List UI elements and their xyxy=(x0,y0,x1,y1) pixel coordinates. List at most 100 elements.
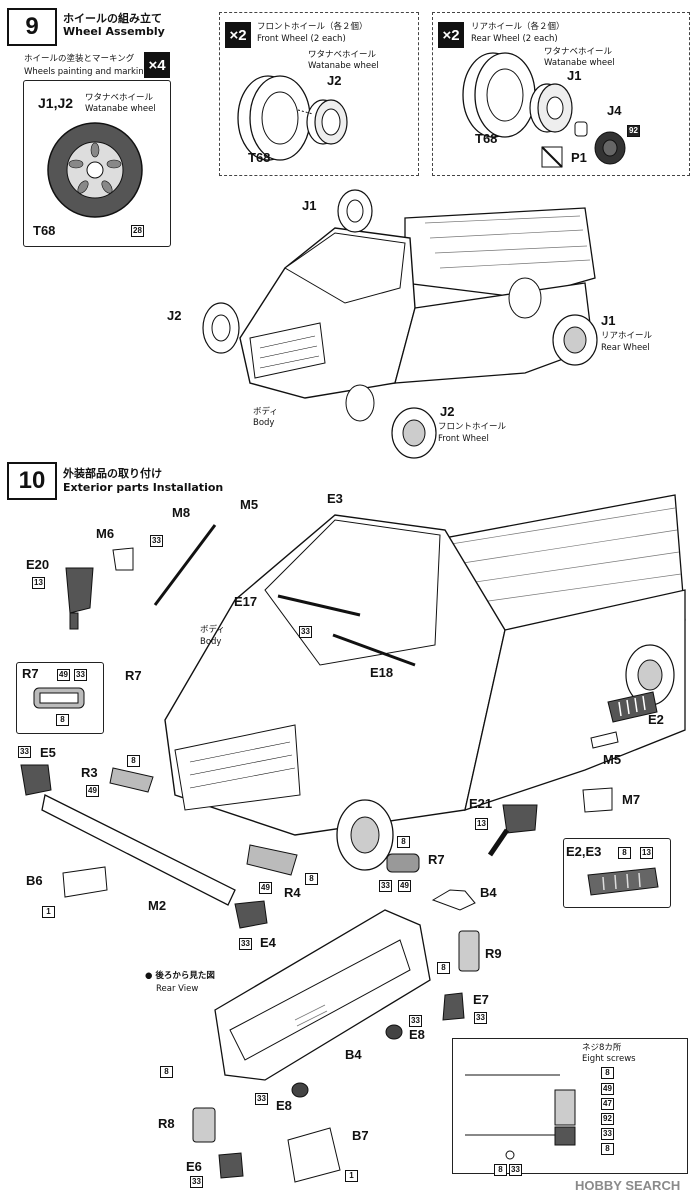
paint-label-jp: ホイールの塗装とマーキング xyxy=(24,54,135,64)
front-wheel-en: Watanabe wheel xyxy=(308,61,379,71)
part-e18-label: E18 xyxy=(370,665,394,680)
screws-badge-92: 92 xyxy=(601,1113,614,1125)
car-j1-top-label: J1 xyxy=(302,198,317,213)
part-r8-label: R8 xyxy=(158,1116,175,1131)
front-label-jp: フロントホイール（各２個） xyxy=(257,22,368,32)
rear-view-en: Rear View xyxy=(156,984,199,994)
part-m5-right-label: M5 xyxy=(603,752,622,767)
step-9-title-en: Wheel Assembly xyxy=(63,25,165,38)
front-label-en: Front Wheel (2 each) xyxy=(257,34,346,44)
car-rear-wheel-en: Rear Wheel xyxy=(601,343,650,353)
step-9-title-jp: ホイールの組み立て xyxy=(63,12,162,25)
hobby-search-watermark: HOBBY SEARCH xyxy=(575,1178,681,1193)
paint-tire-label: T68 xyxy=(33,223,56,238)
part-m2-bumper xyxy=(41,794,236,906)
paint-label-en: Wheels painting and marking xyxy=(24,67,150,77)
paint-wheel-en: Watanabe wheel xyxy=(85,104,156,114)
front-multiplier: ×2 xyxy=(225,22,251,48)
paint-panel xyxy=(23,80,171,247)
rear-label-jp: リアホイール（各２個） xyxy=(471,22,565,32)
step-10-title-jp: 外装部品の取り付け xyxy=(63,467,162,480)
paint-multiplier: ×4 xyxy=(144,52,170,78)
r7-mid-badge-49: 49 xyxy=(398,880,411,892)
part-e2e3-label: E2,E3 xyxy=(566,844,602,859)
e5-color-badge: 33 xyxy=(18,746,31,758)
step-10-body-jp: ボディ xyxy=(200,625,225,635)
front-tire-label: T68 xyxy=(248,150,271,165)
rear-wheel-en: Watanabe wheel xyxy=(544,58,615,68)
front-wheel-box xyxy=(219,12,419,176)
car-rear-wheel-jp: リアホイール xyxy=(601,331,653,341)
r7-detail-box xyxy=(16,662,104,734)
car-front-wheel-jp: フロントホイール xyxy=(438,422,507,432)
part-e8-right xyxy=(385,1024,403,1040)
part-m5-top-label: M5 xyxy=(240,497,259,512)
e20-color-badge: 13 xyxy=(32,577,45,589)
rear-part-label: J1 xyxy=(567,68,582,83)
part-m6-glass xyxy=(112,547,134,571)
part-e21-mirror xyxy=(487,804,538,857)
r7-box-badge-33: 33 xyxy=(74,669,87,681)
part-b6-label: B6 xyxy=(26,873,43,888)
r7-mid-badge-33: 33 xyxy=(379,880,392,892)
part-r8-lamp xyxy=(192,1107,216,1143)
r7-box-badge-49: 49 xyxy=(57,669,70,681)
screws-bottom-badge-33: 33 xyxy=(509,1164,522,1176)
part-e4-bumper-end xyxy=(234,900,268,929)
part-r3-light xyxy=(109,767,154,793)
part-e7-label: E7 xyxy=(473,992,489,1007)
part-b6-plate xyxy=(62,866,108,898)
part-r9-lamp xyxy=(458,930,480,972)
part-r7-mid-lens xyxy=(386,853,420,873)
paint-part-label: J1,J2 xyxy=(38,95,74,111)
screws-badge-47: 47 xyxy=(601,1098,614,1110)
r7-mid-badge-8: 8 xyxy=(397,836,410,848)
rear-pin-label: P1 xyxy=(571,150,587,165)
part-e7-bumper-end xyxy=(442,992,465,1021)
part-b7-label: B7 xyxy=(352,1128,369,1143)
front-wheel-jp: ワタナベホイール xyxy=(308,50,377,60)
part-r7-box-label: R7 xyxy=(22,666,39,681)
part-m8-label: M8 xyxy=(172,505,191,520)
r3-color-badge-49: 49 xyxy=(86,785,99,797)
rear-wheel-illustration xyxy=(462,52,626,165)
screws-badge-8a: 8 xyxy=(601,1067,614,1079)
part-b4-bottom-label: B4 xyxy=(345,1047,362,1062)
r8-badge-8: 8 xyxy=(160,1066,173,1078)
wheel-j2-left xyxy=(202,302,240,354)
rear-cap-color-badge: 92 xyxy=(627,125,640,137)
paint-wheel-jp: ワタナベホイール xyxy=(85,93,154,103)
screws-en: Eight screws xyxy=(582,1054,636,1064)
part-e18-wiper xyxy=(332,633,416,667)
car-front-wheel-en: Front Wheel xyxy=(438,434,489,444)
rear-wheel-box xyxy=(432,12,690,176)
e17-color-badge: 33 xyxy=(299,626,312,638)
part-e8-right-label: E8 xyxy=(409,1027,425,1042)
screws-detail-box xyxy=(452,1038,688,1174)
part-e6-label: E6 xyxy=(186,1159,202,1174)
car-j2-bottom-label: J2 xyxy=(440,404,455,419)
r4-color-badge-49: 49 xyxy=(259,882,272,894)
step-10-car-illustration xyxy=(164,494,686,871)
part-r4-label: R4 xyxy=(284,885,301,900)
rear-view-car-illustration xyxy=(214,909,431,1081)
car-body-jp: ボディ xyxy=(253,407,278,417)
b6-color-badge: 1 xyxy=(42,906,55,918)
part-r7-mid-label: R7 xyxy=(428,852,445,867)
part-m7-label: M7 xyxy=(622,792,641,807)
part-e6-bumper-end xyxy=(218,1152,244,1179)
e21-color-badge: 13 xyxy=(475,818,488,830)
part-e8-bottom xyxy=(291,1082,309,1098)
paint-wheel-illustration xyxy=(47,122,143,218)
wheel-j1-top xyxy=(337,189,373,233)
step-10-body-en: Body xyxy=(200,637,222,647)
wheel-j2-bottom xyxy=(391,407,437,459)
r9-color-badge: 8 xyxy=(437,962,450,974)
part-m8-antenna xyxy=(153,524,217,606)
part-e4-label: E4 xyxy=(260,935,276,950)
b7-color-badge: 1 xyxy=(345,1170,358,1182)
e2e3-detail-box xyxy=(563,838,671,908)
part-m5-right-lens xyxy=(590,731,619,749)
part-e8-bottom-label: E8 xyxy=(276,1098,292,1113)
step-9-number: 9 xyxy=(7,8,57,46)
